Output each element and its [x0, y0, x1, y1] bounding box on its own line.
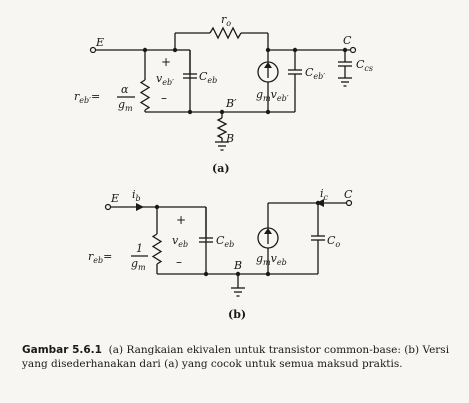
label-reb-a-num: α	[121, 83, 129, 96]
arrow-right-icon	[136, 203, 144, 211]
label-reb-b-den: gm	[131, 257, 146, 272]
label-reb-a: reb′=	[74, 90, 100, 105]
figure-caption: Gambar 5.6.1 (a) Rangkaian ekivalen untu…	[22, 343, 452, 371]
label-b-a: B	[225, 132, 234, 145]
terminal-c-b	[345, 199, 353, 207]
resistor-rbb	[216, 117, 228, 139]
label-b-b: B	[233, 259, 242, 272]
label-ceb-b: Ceb	[216, 234, 234, 249]
caption-number: Gambar 5.6.1	[22, 344, 102, 356]
minus-sign-a: –	[161, 91, 167, 105]
label-c-a: C	[343, 34, 352, 47]
plus-sign-b: +	[176, 213, 186, 227]
label-c-b: C	[344, 188, 353, 201]
resistor-reb-b	[151, 233, 163, 265]
label-gmv-a: gmveb′	[256, 88, 289, 103]
label-ceb2-a: Ceb′	[305, 66, 325, 81]
label-ic: ic	[320, 187, 329, 202]
label-ib: ib	[132, 188, 141, 203]
label-panel-b: (b)	[228, 308, 246, 321]
terminal-e-b	[104, 203, 112, 211]
label-panel-a: (a)	[212, 162, 230, 175]
capacitor-ceb2-a	[288, 69, 302, 75]
label-reb-a-den: gm	[118, 98, 133, 113]
label-ccs: Ccs	[356, 58, 373, 73]
minus-sign-b: –	[176, 255, 182, 269]
capacitor-ceb-b	[199, 237, 213, 243]
terminal-e-a	[89, 46, 97, 54]
label-veb-a: veb′	[156, 72, 174, 87]
caption-text: (a) Rangkaian ekivalen untuk transistor …	[22, 344, 450, 370]
plus-sign-a: +	[161, 55, 171, 69]
resistor-ro	[209, 26, 242, 40]
capacitor-ccs	[338, 61, 352, 67]
label-gmv-b: gmveb	[256, 252, 287, 267]
capacitor-co	[311, 235, 325, 241]
circuit-a: E C ro reb′= α gm + veb′ – Ceb B′ B gmve…	[74, 13, 373, 175]
ground-icon	[231, 287, 245, 297]
arrow-up-icon	[264, 62, 272, 68]
ground-icon	[338, 77, 352, 87]
capacitor-ceb-a	[183, 73, 197, 79]
label-e-a: E	[95, 36, 104, 49]
label-reb-b-num: 1	[136, 242, 143, 255]
label-ceb-a: Ceb	[199, 70, 217, 85]
label-e-b: E	[110, 192, 119, 205]
ground-icon	[215, 141, 229, 151]
resistor-reb-a	[139, 79, 151, 111]
label-bprime: B′	[225, 97, 237, 110]
label-veb-b: veb	[172, 234, 188, 249]
arrow-up-icon	[264, 228, 272, 234]
circuit-b: E ib ic C reb= 1 gm + veb – Ceb B gmveb …	[88, 187, 353, 321]
circuit-diagram: E C ro reb′= α gm + veb′ – Ceb B′ B gmve…	[74, 13, 373, 321]
label-reb-b: reb=	[88, 250, 112, 265]
label-ro: ro	[221, 13, 231, 28]
terminal-c-a	[349, 46, 357, 54]
label-co: Co	[327, 234, 340, 249]
